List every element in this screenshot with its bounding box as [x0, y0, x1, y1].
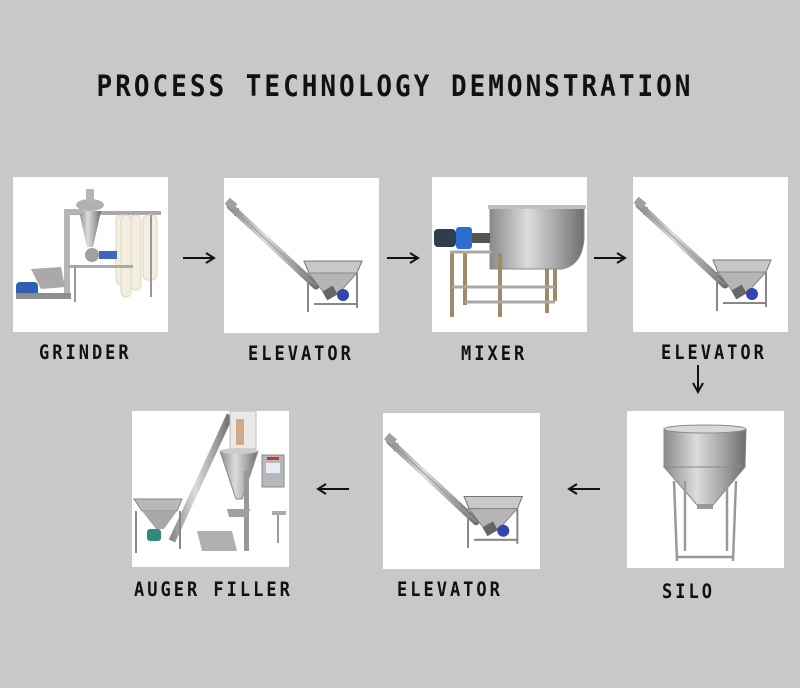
arrow-down-icon [692, 365, 704, 394]
step-label-elevator-3: ELEVATOR [397, 578, 503, 602]
step-label-elevator-2: ELEVATOR [661, 341, 767, 365]
step-label-mixer: MIXER [461, 342, 528, 366]
auger-filler-image [132, 411, 289, 567]
arrow-right-icon [183, 252, 216, 264]
step-label-elevator-1: ELEVATOR [248, 342, 354, 366]
elevator-image-1 [224, 178, 379, 333]
arrow-left-icon [567, 483, 600, 495]
arrow-right-icon [594, 252, 627, 264]
step-label-auger-filler: AUGER FILLER [134, 578, 293, 602]
elevator-image-3 [383, 413, 540, 569]
arrow-right-icon [387, 252, 420, 264]
step-label-silo: SILO [662, 580, 715, 604]
grinder-image [13, 177, 168, 332]
elevator-image-2 [633, 177, 788, 332]
mixer-image [432, 177, 587, 332]
step-label-grinder: GRINDER [39, 341, 132, 365]
diagram-title: PROCESS TECHNOLOGY DEMONSTRATION [96, 70, 694, 104]
silo-image [627, 411, 784, 568]
arrow-left-icon [316, 483, 349, 495]
